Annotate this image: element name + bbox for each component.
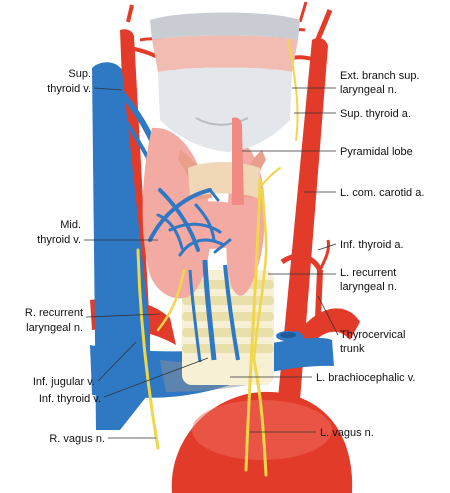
right-recurrent-laryngeal-nerve: [156, 268, 186, 332]
right-internal-jugular-vein: [92, 62, 150, 430]
label-thyrocervical-1: Thyrocervical: [340, 329, 405, 341]
label-inf-thyroid-a: Inf. thyroid a.: [340, 239, 404, 251]
label-thyrocervical-2: trunk: [340, 343, 365, 355]
label-l-recurrent-2: laryngeal n.: [340, 281, 397, 293]
label-r-recurrent-2: laryngeal n.: [26, 322, 83, 334]
label-inf-thyroid-v: Inf. thyroid v.: [39, 393, 101, 405]
nerves: [136, 39, 299, 477]
label-ext-branch-2: laryngeal n.: [340, 84, 397, 96]
label-r-recurrent-1: R. recurrent: [25, 307, 83, 319]
right-vagus-nerve: [136, 248, 160, 450]
label-pyramidal-lobe: Pyramidal lobe: [340, 146, 413, 158]
thyrohyoid-membrane: [152, 35, 298, 72]
thyroid-isthmus: [185, 201, 240, 249]
label-l-com-carotid-a: L. com. carotid a.: [340, 187, 424, 199]
label-sup-thyroid-v-1: Sup.: [68, 68, 91, 80]
right-common-carotid-artery: [120, 29, 150, 336]
leader-lines: [84, 87, 339, 439]
thyroid-vein-network: [148, 188, 232, 257]
left-common-carotid-artery: [278, 38, 328, 400]
label-inf-jugular-v: Inf. jugular v.: [33, 376, 95, 388]
label-l-recurrent-1: L. recurrent: [340, 267, 396, 279]
label-sup-thyroid-v-2: thyroid v.: [47, 83, 91, 95]
left-inferior-thyroid-artery: [280, 253, 323, 272]
label-l-vagus-n: L. vagus n.: [320, 427, 374, 439]
left-vagus-nerve: [244, 178, 262, 472]
inferior-thyroid-vein: [202, 259, 217, 361]
thyroid-cartilage: [158, 67, 292, 152]
left-recurrent-laryngeal-nerve: [252, 188, 268, 362]
label-mid-thyroid-v-1: Mid.: [60, 219, 81, 231]
label-r-vagus-n: R. vagus n.: [49, 433, 105, 445]
label-l-brachiocephalic-v: L. brachiocephalic v.: [316, 372, 415, 384]
thyrocervical-trunk: [315, 269, 323, 319]
label-mid-thyroid-v-2: thyroid v.: [37, 234, 81, 246]
hyoid-bone: [150, 12, 300, 40]
pyramidal-lobe: [232, 117, 244, 205]
external-branch-superior-laryngeal-nerve: [287, 39, 299, 141]
label-sup-thyroid-a: Sup. thyroid a.: [340, 108, 411, 120]
label-ext-branch-1: Ext. branch sup.: [340, 70, 420, 82]
